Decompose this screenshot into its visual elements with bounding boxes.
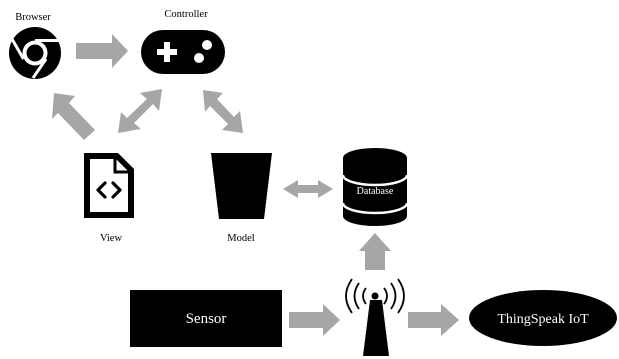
gamepad-icon: [141, 30, 225, 74]
arrow-sensor-to-antenna: [289, 304, 340, 336]
controller-label: Controller: [164, 9, 208, 20]
antenna-tower-icon: [345, 278, 405, 356]
sensor-node: Sensor: [130, 290, 282, 347]
arrow-antenna-to-thingspeak: [408, 304, 459, 336]
code-file-icon: [84, 153, 134, 218]
arrow-view-to-browser: [52, 93, 95, 140]
chrome-icon: [9, 27, 61, 79]
browser-node: Browser: [9, 12, 61, 79]
thingspeak-label: ThingSpeak IoT: [497, 312, 589, 327]
arrow-model-database-bidirectional: [283, 180, 333, 198]
thingspeak-ellipse: [469, 290, 617, 346]
database-node: Database: [341, 148, 409, 226]
browser-label: Browser: [15, 12, 51, 23]
antenna-node: [345, 278, 405, 356]
arrow-view-controller-bidirectional: [118, 89, 162, 133]
sensor-label: Sensor: [186, 311, 227, 327]
view-node: View: [84, 153, 134, 244]
view-label: View: [100, 233, 123, 244]
bucket-icon: [211, 153, 272, 219]
thingspeak-node: ThingSpeak IoT: [469, 290, 617, 346]
database-icon: [341, 148, 409, 226]
arrow-antenna-to-database: [359, 233, 391, 270]
model-node: Model: [211, 153, 272, 244]
database-label: Database: [357, 186, 394, 197]
model-label: Model: [227, 233, 254, 244]
arrow-browser-to-controller: [76, 34, 128, 68]
sensor-box: [130, 290, 282, 347]
controller-node: Controller: [141, 9, 225, 74]
arrow-controller-model-bidirectional: [203, 90, 243, 133]
